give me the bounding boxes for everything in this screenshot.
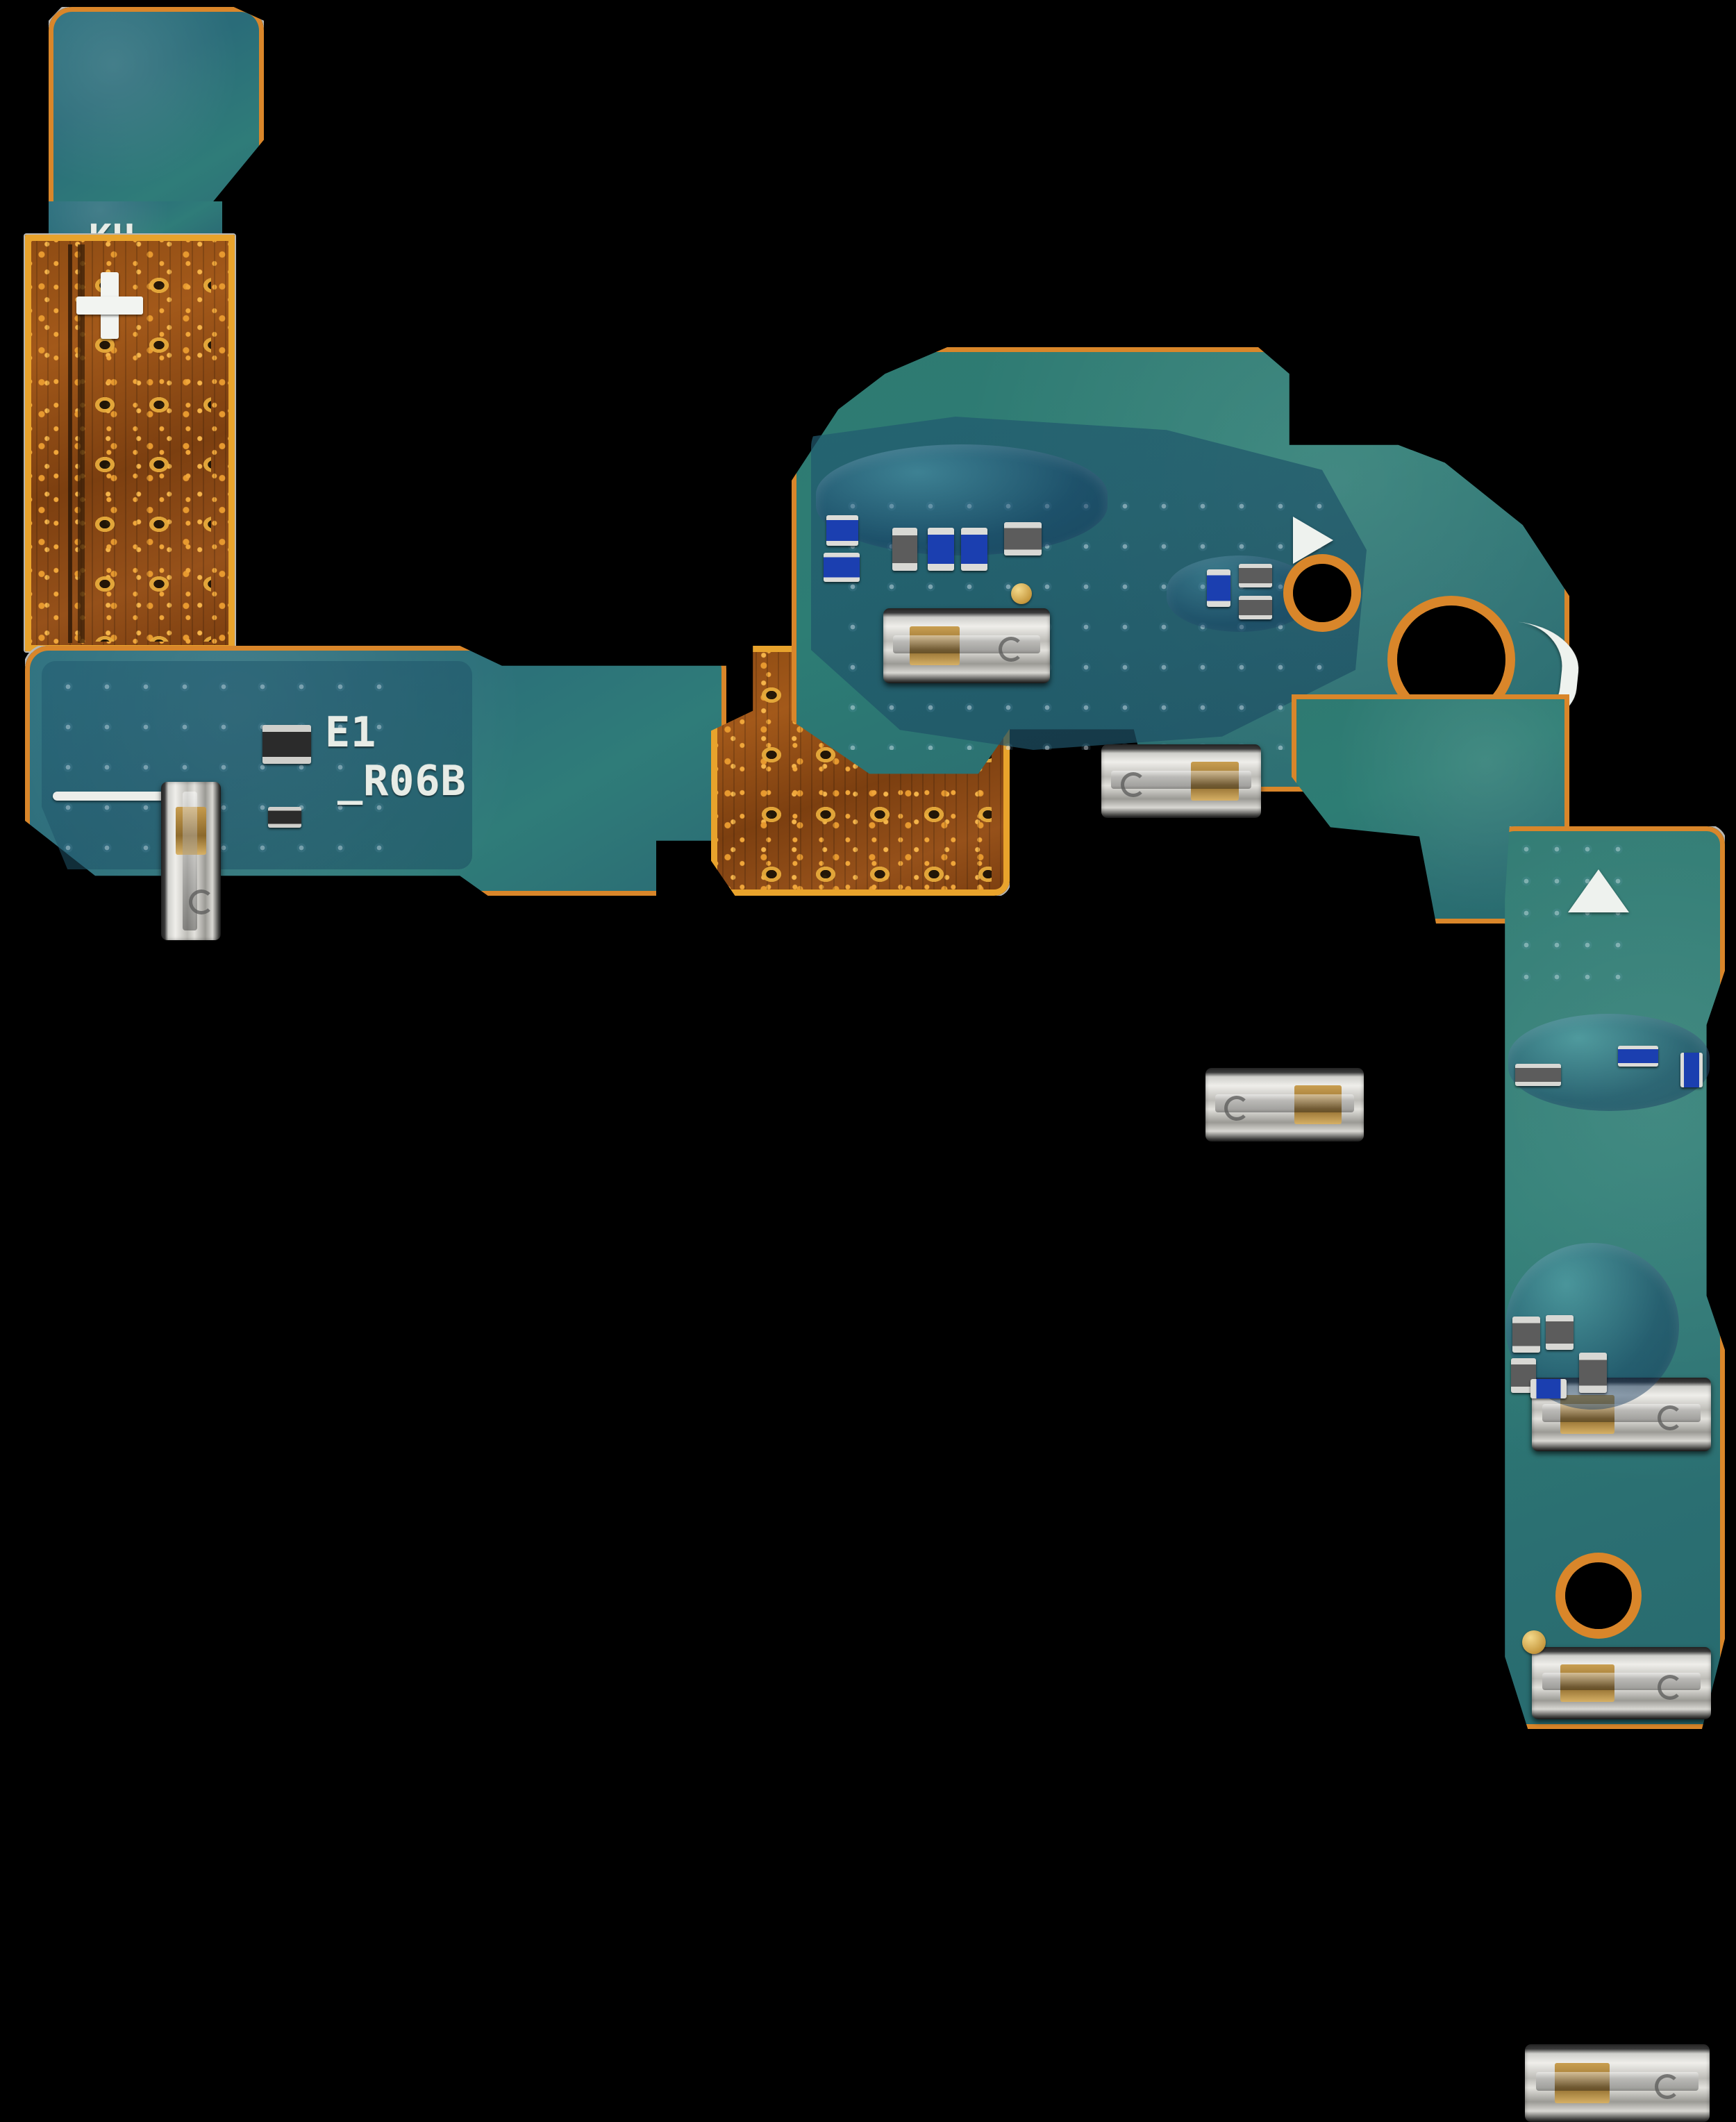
smd-bottom-3 — [1579, 1353, 1607, 1393]
smd-strip-1 — [1515, 1064, 1561, 1086]
plus-marker-icon — [76, 272, 143, 339]
smd-strip-3 — [1680, 1053, 1703, 1087]
connector-mark-6 — [998, 637, 1024, 662]
smd-bottom-5 — [1530, 1379, 1567, 1398]
bottom-mounting-hole — [1565, 1562, 1632, 1629]
top-tag-shoulder — [49, 201, 222, 236]
smd-upper-4 — [928, 528, 954, 571]
connector-mark-6 — [1657, 1674, 1683, 1700]
smd-mid-2 — [1239, 564, 1272, 587]
left-board-via-grid — [49, 667, 410, 868]
silkscreen-e1: E1 — [325, 708, 377, 757]
fpc-connector-top-left[interactable] — [883, 608, 1050, 683]
smd-left-board-1 — [262, 725, 311, 764]
connector-gold-contact — [175, 807, 207, 855]
connector-mark-6 — [1120, 772, 1146, 798]
smd-bottom-2 — [1546, 1315, 1574, 1350]
resin-blob-strip-cluster — [1508, 1014, 1710, 1111]
smd-upper-2 — [824, 553, 860, 582]
smd-mid-3 — [1239, 596, 1272, 619]
connector-gold-contact — [1294, 1085, 1342, 1124]
ribbon-trace-a — [68, 244, 72, 643]
smd-mid-1 — [1207, 569, 1230, 607]
fpc-connector-left-board[interactable] — [161, 782, 221, 940]
smd-strip-2 — [1618, 1046, 1658, 1067]
connector-gold-contact — [910, 626, 960, 666]
connector-gold-contact — [1190, 762, 1239, 801]
left-board-gloss — [42, 661, 472, 869]
connector-mark-6 — [1657, 1405, 1683, 1431]
connector-mark-6 — [1655, 2073, 1680, 2099]
connector-mark-6 — [189, 889, 214, 915]
small-mounting-hole — [1293, 564, 1351, 622]
fpc-connector-mid-right[interactable] — [1205, 1068, 1364, 1142]
connector-gold-contact — [1560, 1664, 1614, 1703]
smd-upper-6 — [1004, 522, 1042, 555]
silkscreen-r06b: _R06B — [337, 757, 467, 805]
gold-test-pad-bottom — [1522, 1630, 1546, 1654]
pcb-photo-canvas: KH 429S1 E1 _R06B — [0, 0, 1736, 1736]
fpc-connector-top-right[interactable] — [1101, 744, 1261, 818]
fpc-connector-strip-lower[interactable] — [1525, 2044, 1710, 2122]
smd-left-board-2 — [268, 807, 301, 828]
fpc-connector-strip-mid[interactable] — [1532, 1647, 1711, 1719]
smd-bottom-1 — [1512, 1317, 1540, 1353]
smd-upper-3 — [892, 528, 917, 571]
bottom-strip-via-grid — [1511, 833, 1636, 1000]
smd-upper-5 — [961, 528, 987, 571]
ribbon-trace-b — [78, 244, 85, 643]
triangle-up-icon — [1568, 869, 1629, 912]
gold-test-pad-right — [1011, 583, 1032, 604]
connector-mark-6 — [1224, 1096, 1250, 1121]
smd-upper-1 — [826, 515, 858, 546]
triangle-right-icon — [1293, 517, 1333, 564]
